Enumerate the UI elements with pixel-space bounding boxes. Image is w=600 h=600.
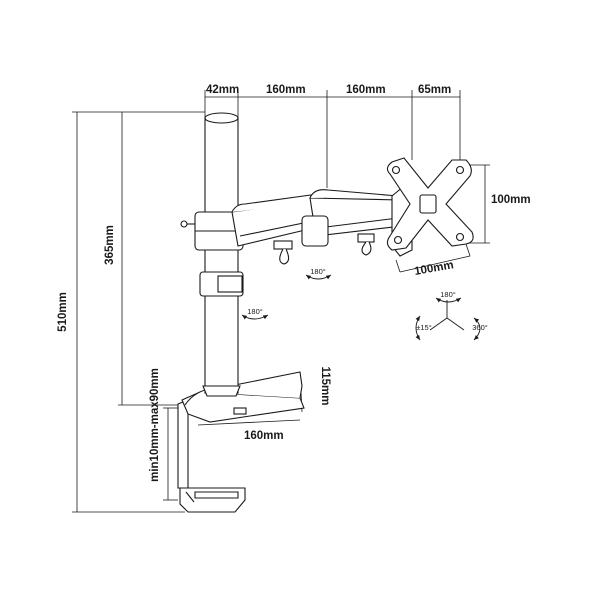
label-rotation-head: 180° xyxy=(440,290,456,299)
label-total-height: 510mm xyxy=(57,292,69,332)
base xyxy=(181,371,305,423)
label-arm-2: 160mm xyxy=(346,84,386,96)
label-clamp-to-arm: 365mm xyxy=(104,225,116,265)
label-pole-diameter: 42mm xyxy=(206,84,239,96)
label-clamp-range: min10mm-max90mm xyxy=(149,368,161,482)
label-arm-1: 160mm xyxy=(266,84,306,96)
label-rotate: 360° xyxy=(472,323,488,332)
label-rotation-collar: 180° xyxy=(247,307,263,316)
pole xyxy=(180,112,244,397)
label-vesa-width: 100mm xyxy=(413,259,454,278)
label-vesa-height: 100mm xyxy=(491,194,531,206)
rotation-indicators xyxy=(241,274,481,341)
arm-segment-2 xyxy=(301,189,403,256)
label-rotation-arm-joint: 180° xyxy=(310,267,326,276)
label-tilt: ±15° xyxy=(416,323,431,332)
label-base-width: 160mm xyxy=(244,430,284,442)
vesa-head xyxy=(386,157,474,257)
dimension-lines xyxy=(72,90,490,513)
label-base-depth: 115mm xyxy=(319,366,331,405)
label-head-offset: 65mm xyxy=(418,84,451,96)
